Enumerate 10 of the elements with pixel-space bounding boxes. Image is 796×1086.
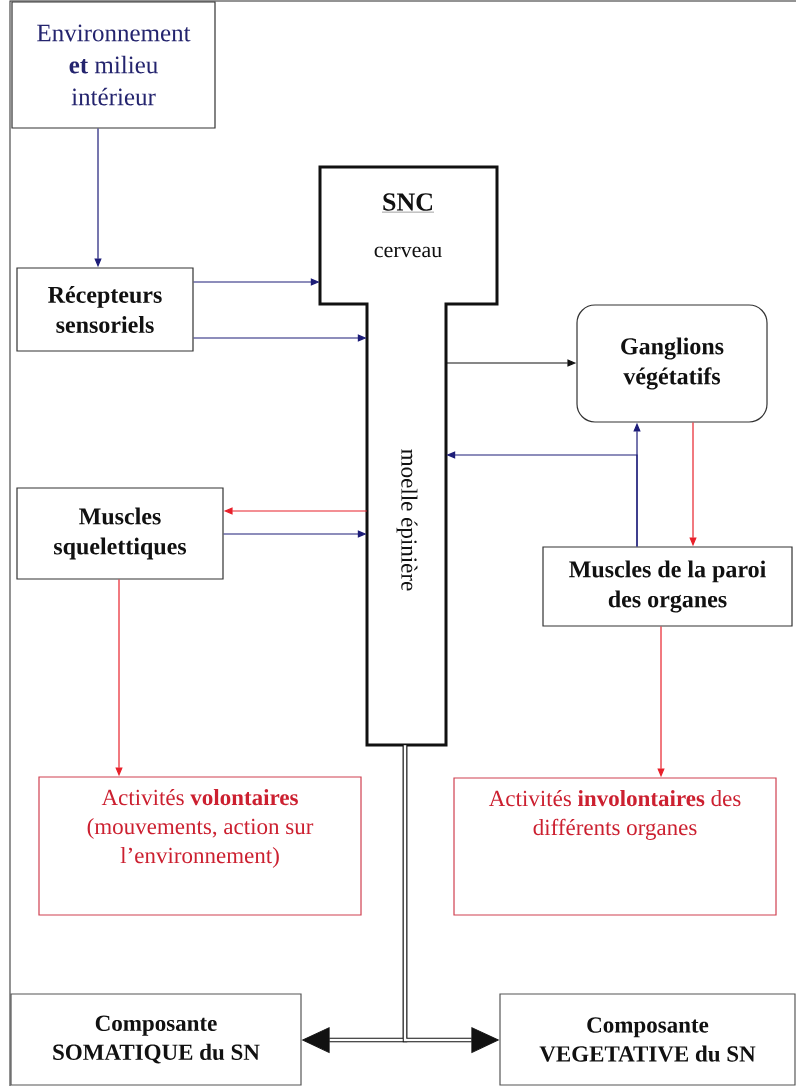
component-box: Composante SOMATIQUE du SN bbox=[10, 993, 302, 1086]
process-box: Récepteurs sensoriels bbox=[16, 267, 194, 352]
source-box: Environnement et milieu intérieur bbox=[11, 1, 216, 129]
component-box: Composante VEGETATIVE du SN bbox=[499, 993, 796, 1086]
outcome-box: Activités volontaires (mouvements, action sur l’environnement) bbox=[38, 776, 362, 916]
process-box: Muscles de la paroi des organes bbox=[542, 546, 793, 627]
double-arrow bbox=[402, 745, 499, 1053]
outcome-box: Activités involontaires des différents organes bbox=[453, 777, 777, 916]
process-box: Muscles squelettiques bbox=[16, 487, 224, 580]
rounded-box: Ganglions végétatifs bbox=[576, 304, 768, 423]
